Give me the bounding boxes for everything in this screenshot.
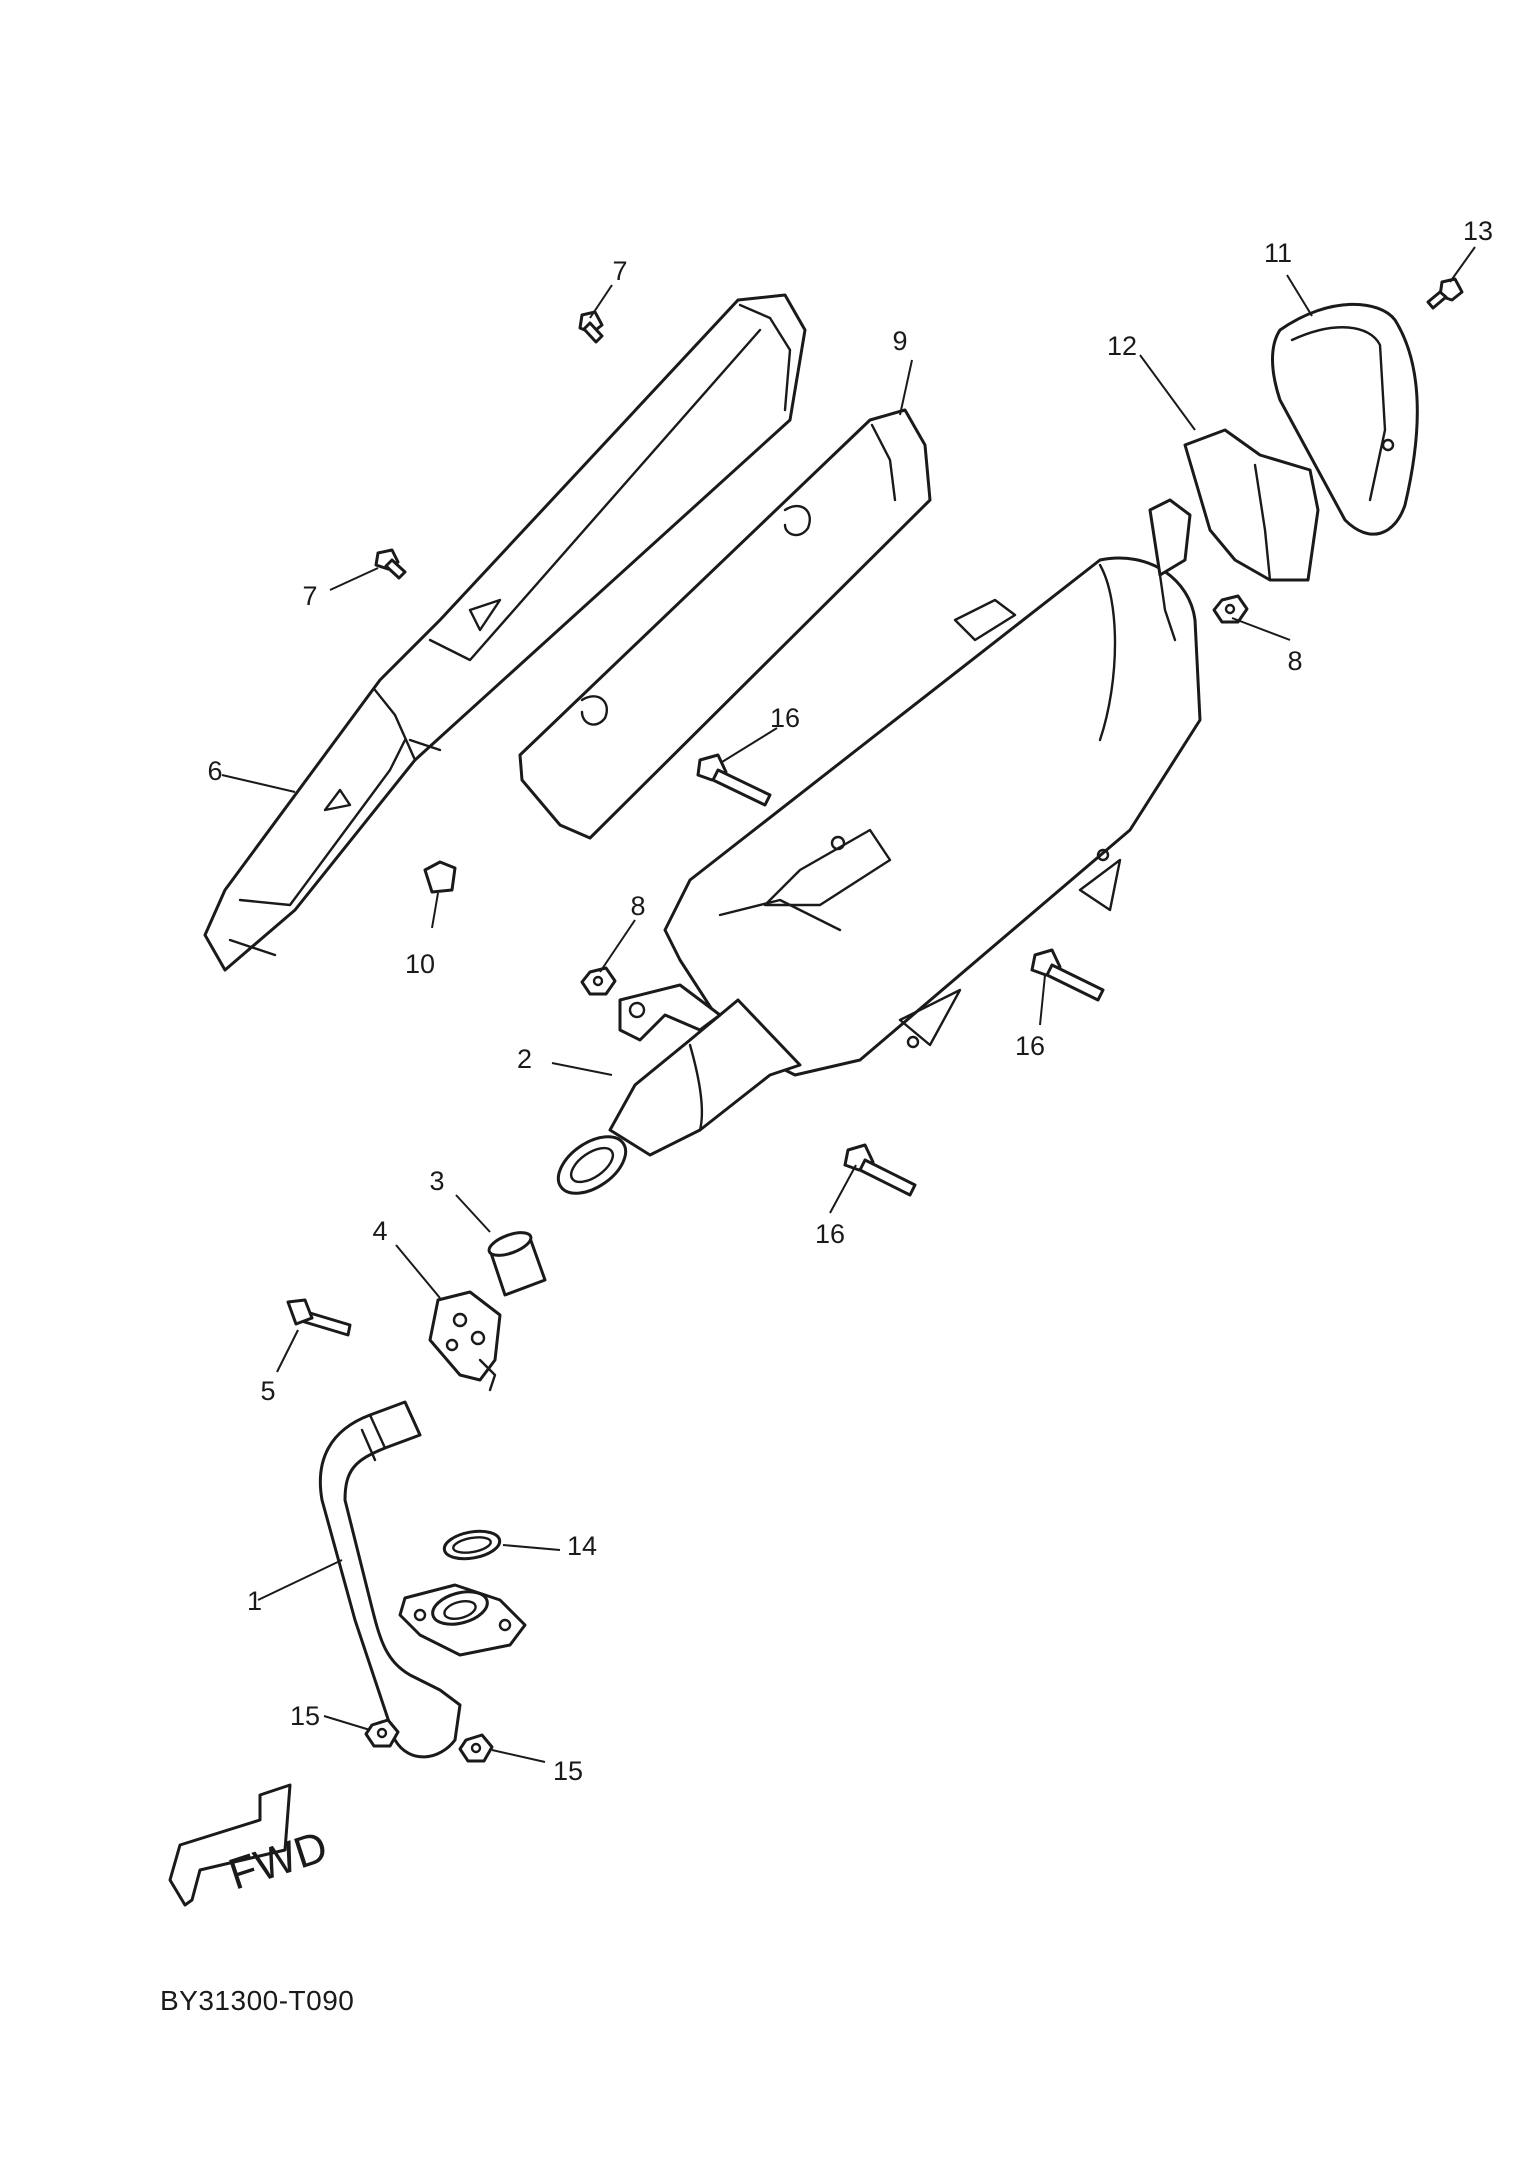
part-10-clip[interactable] bbox=[423, 860, 457, 894]
part-8-nut-a[interactable] bbox=[1212, 594, 1249, 624]
callout-15b: 15 bbox=[553, 1756, 583, 1786]
diagram-code: BY31300-T090 bbox=[160, 1985, 355, 2016]
part-15-nut-b[interactable] bbox=[458, 1733, 494, 1763]
callout-10: 10 bbox=[405, 949, 435, 979]
part-8-nut-b[interactable] bbox=[580, 966, 617, 996]
callout-13: 13 bbox=[1463, 216, 1493, 246]
callout-11: 11 bbox=[1264, 238, 1292, 268]
callout-7a: 7 bbox=[612, 256, 627, 286]
callout-8a: 8 bbox=[1287, 646, 1302, 676]
part-7-screw-a[interactable] bbox=[578, 310, 604, 344]
callout-labels: 1 2 3 4 5 6 7 7 8 8 9 10 11 12 13 14 15 … bbox=[207, 216, 1493, 1786]
part-6-muffler-protector[interactable] bbox=[203, 293, 807, 972]
callout-5: 5 bbox=[260, 1376, 275, 1406]
part-16-bolt-b[interactable] bbox=[1030, 948, 1105, 1002]
part-9-heat-insulator[interactable] bbox=[518, 408, 932, 840]
part-7-screw-b[interactable] bbox=[374, 548, 407, 580]
fwd-arrow: FWD bbox=[168, 1783, 333, 1907]
callout-15a: 15 bbox=[290, 1701, 320, 1731]
callout-9: 9 bbox=[892, 326, 907, 356]
part-4-clamp[interactable] bbox=[428, 1290, 502, 1392]
callout-3: 3 bbox=[429, 1166, 444, 1196]
part-11-end-cap[interactable] bbox=[1271, 302, 1419, 536]
callout-14: 14 bbox=[567, 1531, 597, 1561]
part-5-bolt[interactable] bbox=[286, 1298, 352, 1337]
part-15-nut-a[interactable] bbox=[364, 1718, 400, 1748]
part-2-muffler[interactable] bbox=[548, 498, 1202, 1205]
part-1-exhaust-pipe[interactable] bbox=[318, 1400, 527, 1759]
leader-lines bbox=[221, 246, 1476, 1763]
callout-2: 2 bbox=[517, 1044, 532, 1074]
callout-1: 1 bbox=[247, 1586, 262, 1616]
callout-4: 4 bbox=[372, 1216, 387, 1246]
part-13-screw[interactable] bbox=[1426, 277, 1464, 310]
part-16-bolt-a[interactable] bbox=[696, 753, 772, 807]
part-3-gasket[interactable] bbox=[486, 1228, 547, 1297]
part-14-gasket[interactable] bbox=[442, 1527, 502, 1562]
callout-7b: 7 bbox=[302, 581, 317, 611]
callout-6: 6 bbox=[207, 756, 222, 786]
callout-12: 12 bbox=[1107, 331, 1137, 361]
part-12-end-cap-inner[interactable] bbox=[1183, 428, 1320, 582]
callout-16c: 16 bbox=[815, 1219, 845, 1249]
callout-16b: 16 bbox=[1015, 1031, 1045, 1061]
callout-16a: 16 bbox=[770, 703, 800, 733]
callout-8b: 8 bbox=[630, 891, 645, 921]
part-16-bolt-c[interactable] bbox=[843, 1143, 917, 1197]
